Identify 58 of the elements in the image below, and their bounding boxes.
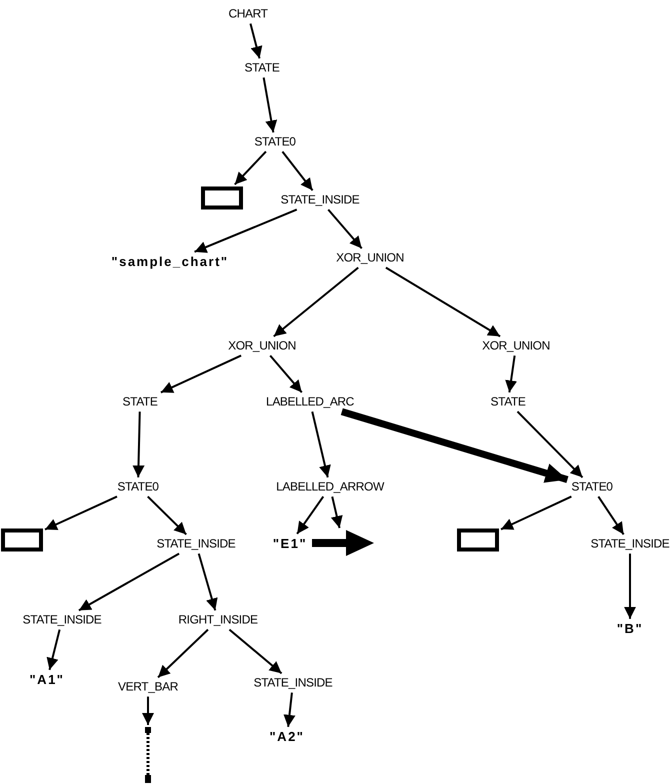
string-literal: "B" [614,620,646,638]
arrow [311,411,331,478]
arrow [262,77,278,133]
arrow [273,266,359,338]
arrow [500,496,572,530]
grammar-symbol: STATE_INSIDE [278,192,362,208]
grammar-symbol: STATE [242,60,282,76]
arrow [624,554,636,619]
grammar-symbol: RIGHT_INSIDE [176,612,260,628]
string-literal: "A2" [268,728,306,746]
arrow [142,696,154,725]
arrow [328,208,362,250]
arrow [198,553,218,611]
grammar-symbol: VERT_BAR [116,679,180,695]
grammar-symbol: LABELLED_ARROW [274,479,386,495]
grammar-symbol: STATE_INSIDE [588,536,672,552]
arrow [160,354,242,394]
empty-box [1,528,43,552]
arrow [385,266,501,338]
empty-box [457,528,499,552]
grammar-symbol: STATE_INSIDE [252,675,334,691]
arrow [340,408,568,483]
grammar-symbol: STATE0 [569,479,615,495]
grammar-symbol: CHART [226,6,270,22]
striped-bar [144,727,152,783]
grammar-symbol: STATE0 [115,479,161,495]
arrow [132,412,144,478]
arrow [250,23,262,59]
arrow [194,208,298,253]
arrow [284,692,296,727]
arrow [598,496,624,535]
arrow [282,150,314,192]
arrow [296,496,324,534]
grammar-symbol: STATE [488,394,528,410]
grammar-symbol: STATE_INSIDE [154,536,238,552]
arrow [147,496,187,536]
arrow [330,496,343,528]
string-literal: "E1" [270,536,310,552]
arrow [516,410,584,478]
grammar-symbol: STATE_INSIDE [20,612,104,628]
arrow [46,629,61,670]
grammar-symbol: STATE0 [252,134,298,150]
arrow [44,496,118,530]
arrow [234,150,267,186]
arrow [78,552,180,612]
grammar-symbol: XOR_UNION [226,338,298,354]
grammar-symbol: STATE [120,394,160,410]
arrow [269,354,303,394]
grammar-symbol: XOR_UNION [480,338,552,354]
grammar-symbol: XOR_UNION [334,250,406,266]
arrow [157,628,209,678]
arrow [228,628,282,674]
string-literal: "A1" [28,672,66,688]
thick-arrow-shape [312,530,374,556]
empty-box [201,186,243,210]
string-literal: "sample_chart" [109,254,231,270]
grammar-symbol: LABELLED_ARC [264,394,356,410]
arrow [505,355,517,393]
